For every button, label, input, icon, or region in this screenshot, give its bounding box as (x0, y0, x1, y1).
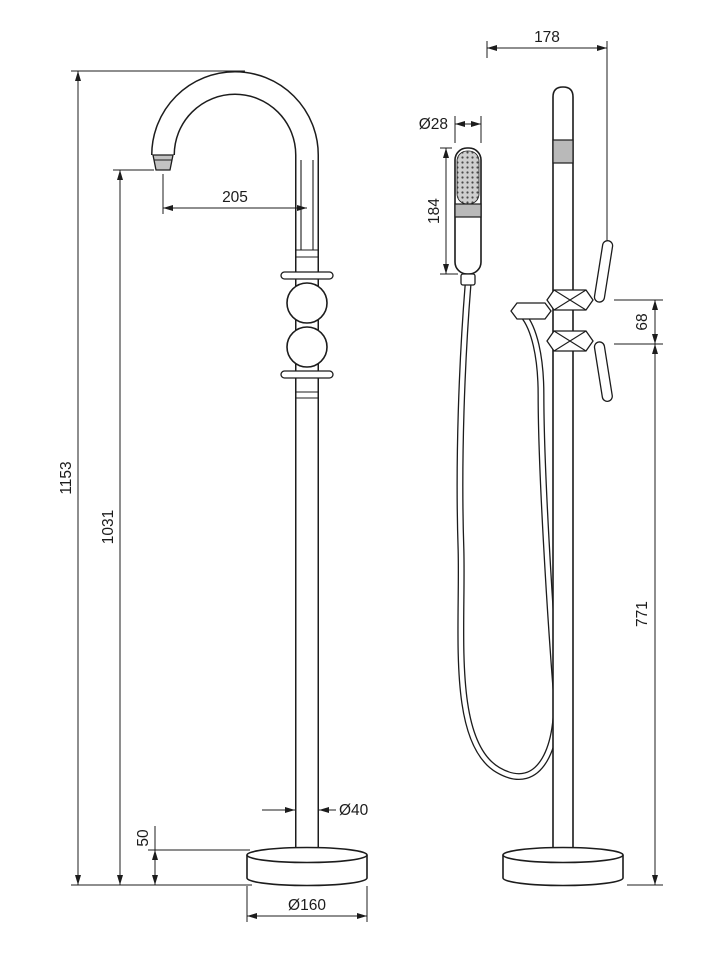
dim-arrow (357, 913, 367, 919)
dim-overall-depth: 178 (486, 29, 608, 240)
side-view (454, 86, 624, 887)
dim-arrow (652, 334, 658, 344)
dim-arrow (597, 45, 607, 51)
dim-label-overall-depth: 178 (534, 29, 560, 46)
dim-valve-height: 771 (627, 344, 663, 886)
dim-arrow (117, 875, 123, 885)
dim-base-diameter: Ø160 (246, 886, 368, 922)
dim-arrow (652, 875, 658, 885)
hose-connector-hex (510, 302, 552, 320)
spout-nozzle (152, 154, 174, 171)
dim-handshower-length: 184 (426, 147, 458, 275)
dim-label-valve-height: 771 (634, 601, 651, 627)
dim-arrow (487, 45, 497, 51)
valve-fitting-top (546, 289, 594, 311)
front-view (151, 71, 368, 887)
hose-outline (456, 284, 561, 780)
dim-spout-reach: 205 (162, 174, 307, 214)
dim-arrow (297, 205, 307, 211)
dim-total-height: 1153 (58, 70, 252, 886)
dim-arrow (247, 913, 257, 919)
handle-knob-top (286, 282, 328, 324)
dim-arrow (319, 807, 329, 813)
dim-arrow (455, 121, 465, 127)
dim-label-handshower-length: 184 (426, 198, 443, 224)
dim-label-base-height: 50 (135, 829, 152, 847)
column-chrome-band (552, 139, 574, 164)
dim-arrow (152, 850, 158, 860)
handle-knob-bottom (286, 326, 328, 368)
hex-cross-bottom (553, 330, 587, 352)
hand-shower-hose-nut (460, 273, 476, 286)
dim-label-total-height: 1153 (58, 461, 75, 494)
dim-base-height: 50 (135, 826, 250, 885)
hex-cross-top (553, 289, 587, 311)
base-top-side (502, 846, 624, 864)
valve-fitting-bottom (546, 330, 594, 352)
dim-arrow (471, 121, 481, 127)
base-body-front (246, 855, 368, 887)
lever-top (593, 240, 614, 303)
hose-inner (457, 284, 559, 779)
dim-pipe-diameter: Ø40 (262, 802, 369, 819)
dim-arrow (652, 344, 658, 354)
dim-label-pipe-diameter: Ø40 (339, 802, 369, 819)
dim-handshower-diameter: Ø28 (419, 116, 482, 143)
column-side (552, 86, 574, 851)
riser-detail-lines (296, 160, 318, 399)
lever-bottom (593, 341, 613, 402)
dim-arrow (443, 148, 449, 158)
handle-bar-top (280, 271, 334, 280)
base-top-front (246, 846, 368, 864)
dim-arrow (652, 300, 658, 310)
dim-arrow (117, 170, 123, 180)
base-body-side (502, 855, 624, 887)
hand-shower (454, 147, 482, 286)
dim-valve-spacing: 68 (614, 299, 663, 345)
spout-column-inner (152, 72, 318, 851)
dim-arrow (285, 807, 295, 813)
dim-arrow (75, 875, 81, 885)
dim-label-spout-height: 1031 (100, 510, 117, 544)
dim-arrow (75, 71, 81, 81)
hand-shower-chrome-band (454, 203, 482, 218)
dim-label-spout-reach: 205 (222, 189, 248, 206)
dim-label-base-diameter: Ø160 (288, 897, 326, 914)
dim-label-handshower-diameter: Ø28 (419, 116, 448, 133)
dim-spout-height: 1031 (100, 169, 154, 885)
dim-arrow (443, 264, 449, 274)
hand-shower-spray-face (456, 150, 480, 205)
handle-bar-bottom (280, 370, 334, 379)
dim-label-valve-spacing: 68 (634, 313, 651, 330)
dim-arrow (163, 205, 173, 211)
dim-arrow (152, 875, 158, 885)
